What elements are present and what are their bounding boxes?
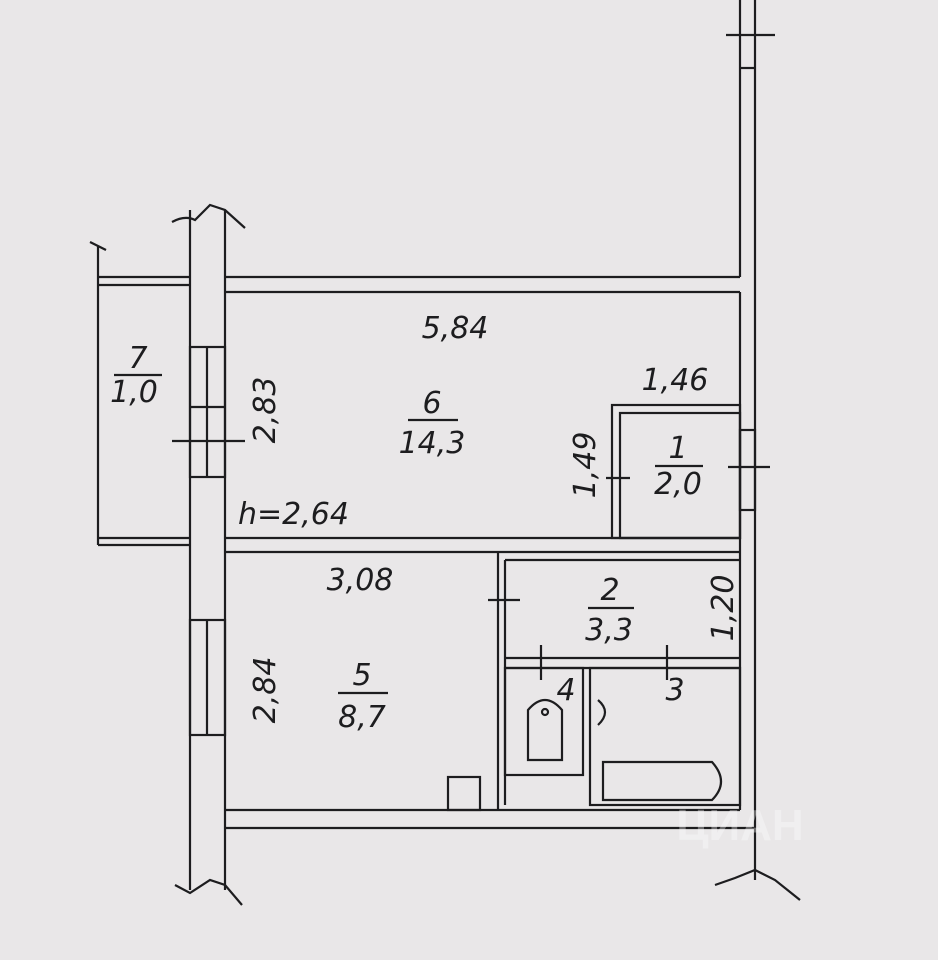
room-2-number: 2 bbox=[600, 573, 619, 608]
room-5-area: 8,7 bbox=[338, 700, 386, 735]
room-5-number: 5 bbox=[352, 658, 371, 693]
watermark: ЦИАН bbox=[676, 801, 803, 850]
labels: 7 1,0 2,83 5,84 6 14,3 1,46 1,49 1 2,0 h… bbox=[110, 311, 804, 850]
room-7-number: 7 bbox=[128, 341, 147, 376]
dim-room5-depth: 2,84 bbox=[248, 657, 283, 724]
dim-room1-width: 1,46 bbox=[642, 363, 709, 398]
dim-room6-width: 5,84 bbox=[422, 311, 489, 346]
room-3-number: 3 bbox=[665, 673, 684, 708]
dim-room2-depth: 1,20 bbox=[706, 575, 741, 642]
walls bbox=[89, 0, 801, 906]
room-4-number: 4 bbox=[556, 673, 575, 708]
ceiling-height: h=2,64 bbox=[238, 497, 349, 532]
room-1-number: 1 bbox=[668, 431, 687, 466]
room-6-area: 14,3 bbox=[399, 426, 466, 461]
room-6-number: 6 bbox=[422, 386, 441, 421]
dim-room5-width: 3,08 bbox=[327, 563, 394, 598]
room-2-area: 3,3 bbox=[585, 613, 633, 648]
dim-room1-depth: 1,49 bbox=[568, 432, 603, 499]
room-7-area: 1,0 bbox=[110, 375, 158, 410]
room-1-area: 2,0 bbox=[654, 467, 702, 502]
dim-room6-depth: 2,83 bbox=[248, 377, 283, 444]
